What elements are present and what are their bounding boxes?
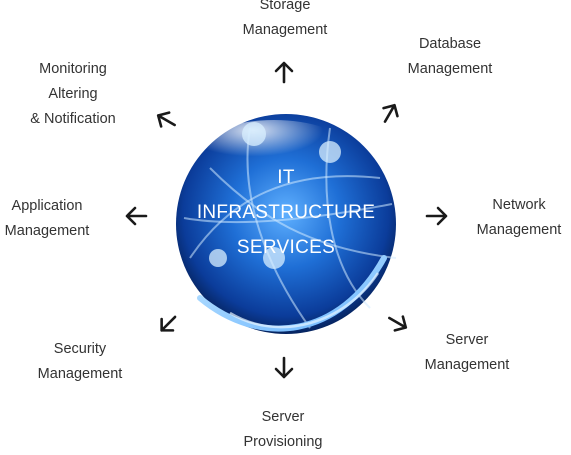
- center-line: IT: [277, 167, 295, 188]
- node-label: Monitoring: [39, 61, 107, 77]
- center-title: IT INFRASTRUCTURE SERVICES: [170, 160, 402, 265]
- node-label: Application: [11, 198, 83, 214]
- node-label: Management: [476, 222, 562, 238]
- node-label: Management: [4, 223, 90, 239]
- arrow-icon: [145, 301, 190, 346]
- node-network: Network Management: [464, 193, 571, 243]
- node-label: Network: [492, 197, 546, 213]
- node-application: Application Management: [0, 194, 102, 244]
- arrow-icon: [376, 301, 420, 345]
- center-line: SERVICES: [236, 237, 336, 258]
- node-label: Provisioning: [243, 434, 323, 450]
- node-label: & Notification: [30, 111, 116, 127]
- node-server: Server Management: [412, 328, 522, 378]
- center-line: INFRASTRUCTURE: [196, 202, 376, 223]
- arrow-icon: [268, 352, 300, 384]
- node-label: Altering: [48, 86, 98, 102]
- node-label: Storage: [259, 0, 311, 13]
- node-database: Database Management: [395, 32, 505, 82]
- node-monitoring: Monitoring Altering & Notification: [18, 57, 128, 132]
- node-label: Security: [53, 341, 107, 357]
- node-security: Security Management: [25, 337, 135, 387]
- arrow-icon: [144, 98, 188, 142]
- node-label: Server: [261, 409, 305, 425]
- node-label: Management: [407, 61, 493, 77]
- node-label: Server: [445, 332, 489, 348]
- node-label: Database: [418, 36, 482, 52]
- arrow-icon: [421, 200, 453, 232]
- arrow-icon: [268, 56, 300, 88]
- node-label: Management: [424, 357, 510, 373]
- arrow-icon: [120, 200, 152, 232]
- node-label: Management: [37, 366, 123, 382]
- node-provisioning: Server Provisioning: [228, 405, 338, 455]
- arrow-icon: [368, 91, 412, 135]
- it-globe-graphic: [170, 108, 402, 340]
- node-storage: Storage Management: [230, 0, 340, 43]
- node-label: Management: [242, 22, 328, 38]
